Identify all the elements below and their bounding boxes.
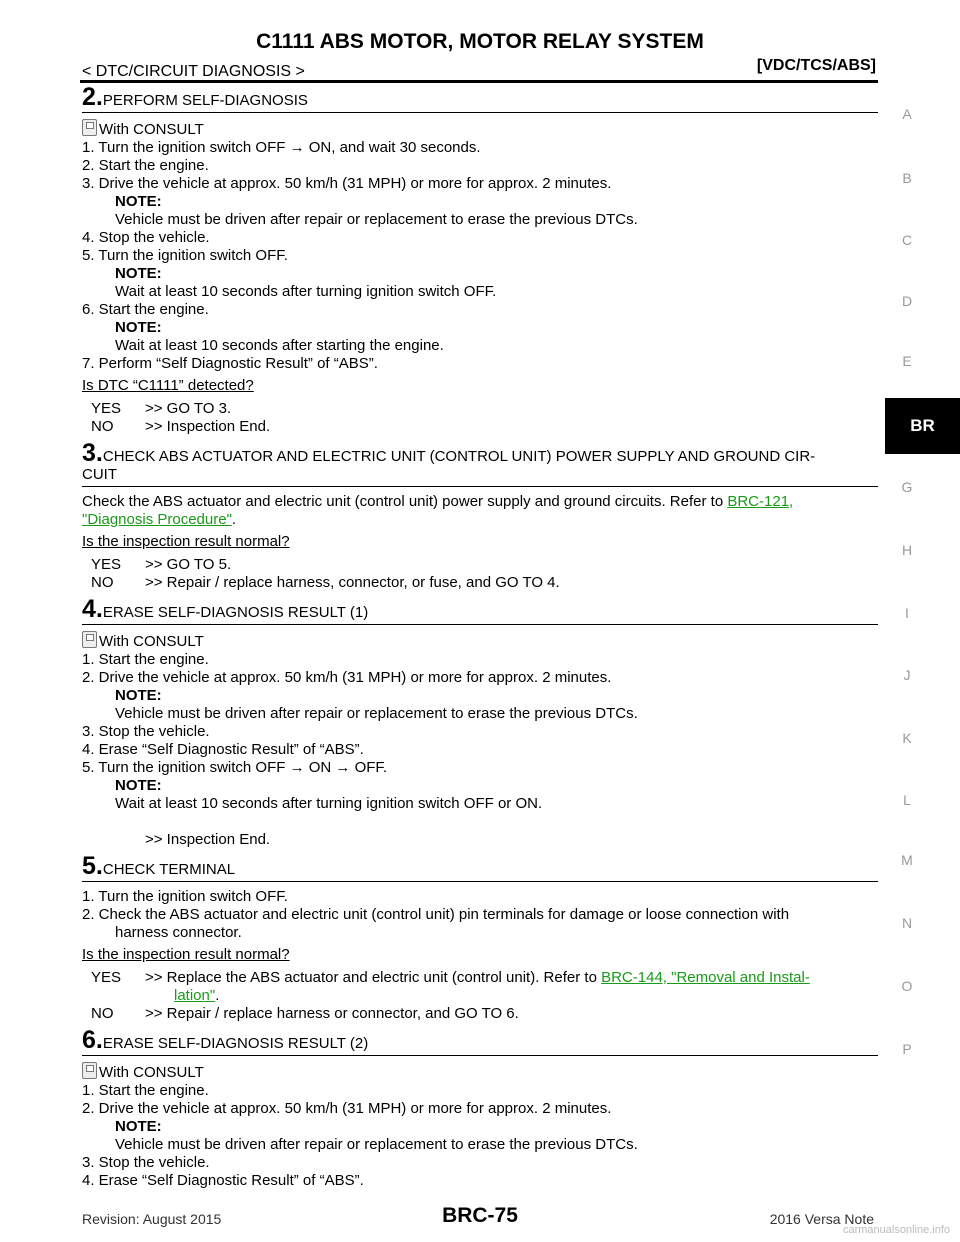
list-item: 5. Turn the ignition switch OFF → ON → O… xyxy=(82,759,388,776)
answer-yes: YES>> GO TO 5. xyxy=(91,556,232,573)
side-index-a[interactable]: A xyxy=(902,106,912,122)
list-item: 1. Start the engine. xyxy=(82,651,209,668)
side-index-p[interactable]: P xyxy=(902,1041,912,1057)
list-item: 4. Erase “Self Diagnostic Result” of “AB… xyxy=(82,1172,364,1189)
list-item-cont: harness connector. xyxy=(115,924,242,941)
answer-yes-cont: lation". xyxy=(174,987,220,1004)
side-index-m[interactable]: M xyxy=(901,852,913,868)
side-index-d[interactable]: D xyxy=(901,293,913,309)
note-text: Vehicle must be driven after repair or r… xyxy=(115,211,638,228)
list-item: 2. Check the ABS actuator and electric u… xyxy=(82,906,790,923)
answer-yes: YES>> GO TO 3. xyxy=(91,400,232,417)
consult-icon xyxy=(82,119,97,136)
footer-page-number: BRC-75 xyxy=(442,1204,518,1227)
consult-line: With CONSULT xyxy=(82,119,878,139)
side-index-j[interactable]: J xyxy=(903,667,911,683)
footer-model: 2016 Versa Note xyxy=(769,1211,874,1227)
list-item: 2. Drive the vehicle at approx. 50 km/h … xyxy=(82,1100,612,1117)
page-title: C1111 ABS MOTOR, MOTOR RELAY SYSTEM xyxy=(256,30,704,53)
page-content: 2.PERFORM SELF-DIAGNOSIS With CONSULT 1.… xyxy=(82,85,878,1190)
link-brc-144[interactable]: BRC-144, "Removal and Instal- xyxy=(601,969,810,986)
step-4-heading: 4.ERASE SELF-DIAGNOSIS RESULT (1) xyxy=(82,597,878,625)
watermark: carmanualsonline.info xyxy=(842,1224,950,1236)
side-index-k[interactable]: K xyxy=(902,730,912,746)
side-index-h[interactable]: H xyxy=(901,542,913,558)
side-index-g[interactable]: G xyxy=(901,479,913,495)
note-text: Wait at least 10 seconds after turning i… xyxy=(115,283,497,300)
answer-no: NO>> Repair / replace harness, connector… xyxy=(91,574,560,591)
list-item: 2. Drive the vehicle at approx. 50 km/h … xyxy=(82,669,612,686)
inspection-question: Is the inspection result normal? xyxy=(82,946,290,963)
link-diagnosis-procedure[interactable]: "Diagnosis Procedure" xyxy=(82,511,232,528)
step-3-heading: 3.CHECK ABS ACTUATOR AND ELECTRIC UNIT (… xyxy=(82,441,878,487)
list-item: 3. Drive the vehicle at approx. 50 km/h … xyxy=(82,175,612,192)
header-rule xyxy=(80,80,878,83)
step-5-heading: 5.CHECK TERMINAL xyxy=(82,854,878,882)
note-label: NOTE: xyxy=(115,193,162,210)
answer-yes: YES>> Replace the ABS actuator and elect… xyxy=(91,969,810,986)
list-item: 1. Start the engine. xyxy=(82,1082,209,1099)
list-item: 4. Erase “Self Diagnostic Result” of “AB… xyxy=(82,741,364,758)
side-index-br-active[interactable]: BR xyxy=(885,398,960,454)
side-index-n[interactable]: N xyxy=(901,915,913,931)
note-label: NOTE: xyxy=(115,265,162,282)
footer-revision: Revision: August 2015 xyxy=(82,1211,222,1227)
list-item: 1. Turn the ignition switch OFF. xyxy=(82,888,288,905)
side-index-o[interactable]: O xyxy=(901,978,913,994)
step-6-heading: 6.ERASE SELF-DIAGNOSIS RESULT (2) xyxy=(82,1028,878,1056)
step-4-end: >> Inspection End. xyxy=(145,831,271,848)
list-item: 4. Stop the vehicle. xyxy=(82,229,210,246)
side-index-i[interactable]: I xyxy=(905,605,909,621)
note-text: Wait at least 10 seconds after starting … xyxy=(115,337,444,354)
note-label: NOTE: xyxy=(115,1118,162,1135)
answer-no: NO>> Inspection End. xyxy=(91,418,271,435)
list-item: 6. Start the engine. xyxy=(82,301,209,318)
system-label: [VDC/TCS/ABS] xyxy=(756,57,876,74)
link-removal-installation[interactable]: lation" xyxy=(174,987,216,1004)
side-index-e[interactable]: E xyxy=(902,353,912,369)
step-3-paragraph: Check the ABS actuator and electric unit… xyxy=(82,493,794,528)
link-brc-121[interactable]: BRC-121, xyxy=(727,493,794,510)
side-index-c[interactable]: C xyxy=(901,232,913,248)
step-2-heading: 2.PERFORM SELF-DIAGNOSIS xyxy=(82,85,878,113)
list-item: 7. Perform “Self Diagnostic Result” of “… xyxy=(82,355,378,372)
list-item: 2. Start the engine. xyxy=(82,157,209,174)
consult-line: With CONSULT xyxy=(82,631,878,651)
note-label: NOTE: xyxy=(115,687,162,704)
list-item: 1. Turn the ignition switch OFF → ON, an… xyxy=(82,139,481,156)
consult-icon xyxy=(82,1062,97,1079)
side-index-b[interactable]: B xyxy=(902,170,912,186)
note-text: Vehicle must be driven after repair or r… xyxy=(115,705,638,722)
note-text: Wait at least 10 seconds after turning i… xyxy=(115,795,543,812)
list-item: 5. Turn the ignition switch OFF. xyxy=(82,247,288,264)
answer-no: NO>> Repair / replace harness or connect… xyxy=(91,1005,519,1022)
section-subtitle: < DTC/CIRCUIT DIAGNOSIS > xyxy=(82,63,305,80)
note-text: Vehicle must be driven after repair or r… xyxy=(115,1136,638,1153)
list-item: 3. Stop the vehicle. xyxy=(82,723,210,740)
list-item: 3. Stop the vehicle. xyxy=(82,1154,210,1171)
inspection-question: Is DTC “C1111” detected? xyxy=(82,377,254,394)
note-label: NOTE: xyxy=(115,319,162,336)
note-label: NOTE: xyxy=(115,777,162,794)
consult-line: With CONSULT xyxy=(82,1062,878,1082)
inspection-question: Is the inspection result normal? xyxy=(82,533,290,550)
side-index-l[interactable]: L xyxy=(903,792,911,808)
consult-icon xyxy=(82,631,97,648)
